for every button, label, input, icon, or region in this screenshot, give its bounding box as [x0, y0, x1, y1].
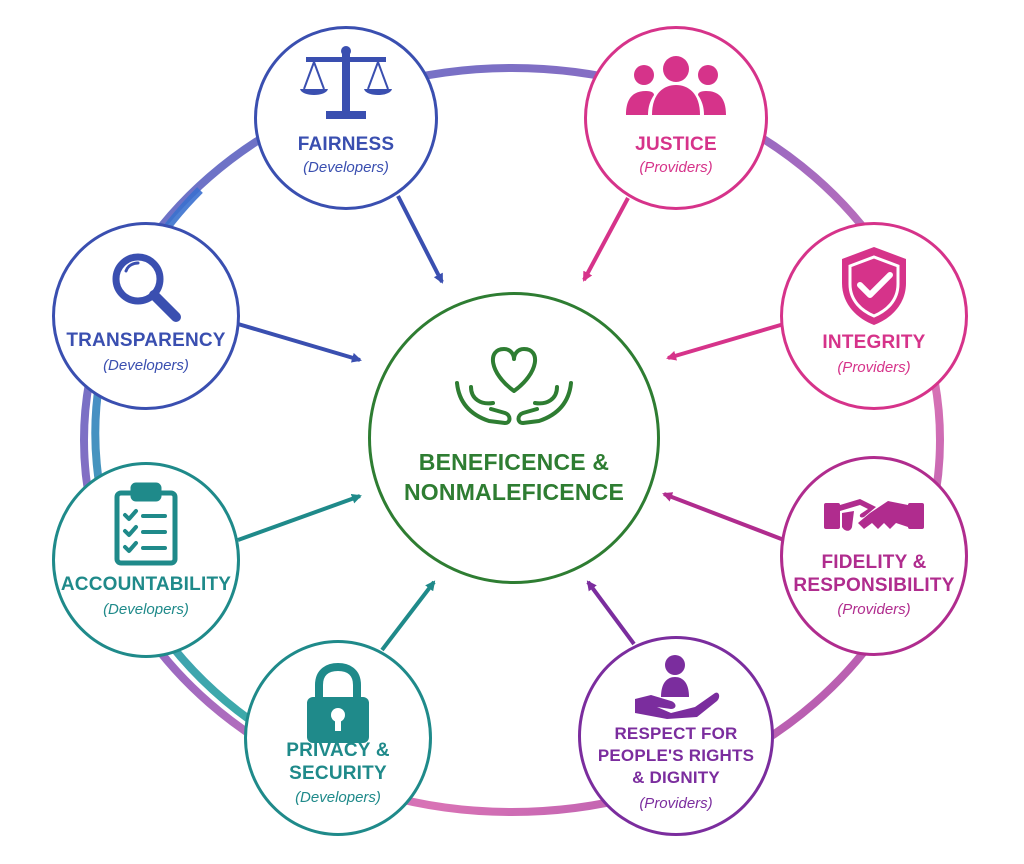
arrow-integrity	[666, 322, 785, 361]
center-node: BENEFICENCE & NONMALEFICENCE	[368, 292, 660, 584]
arrow-accountability	[237, 494, 362, 542]
node-fairness: FAIRNESS (Developers)	[254, 26, 438, 210]
magnifier-icon	[112, 253, 181, 322]
node-integrity: INTEGRITY (Providers)	[780, 222, 968, 410]
node-title: TRANSPARENCY	[66, 330, 226, 351]
handshake-icon	[824, 499, 924, 531]
node-title: FAIRNESS	[297, 134, 395, 155]
outer-ring	[80, 64, 944, 816]
node-accountability: ACCOUNTABILITY (Developers)	[52, 462, 240, 658]
arrow-privacy	[380, 580, 436, 652]
people-group-icon	[626, 56, 726, 115]
node-subtitle: (Developers)	[303, 159, 389, 176]
arrow-transparency	[237, 322, 362, 363]
arrow-justice	[582, 197, 630, 282]
node-subtitle: (Providers)	[639, 159, 713, 176]
arrow-respect	[586, 580, 636, 646]
node-subtitle: (Providers)	[837, 359, 911, 376]
person-in-hand-icon	[635, 655, 720, 719]
node-subtitle: (Developers)	[295, 789, 381, 806]
node-title: INTEGRITY	[822, 332, 926, 353]
node-title: RESPECT FOR PEOPLE'S RIGHTS & DIGNITY	[597, 724, 755, 787]
node-title: FIDELITY & RESPONSIBILITY	[793, 552, 955, 596]
padlock-icon	[307, 663, 369, 743]
node-transparency: TRANSPARENCY (Developers)	[52, 222, 240, 410]
shield-check-icon	[842, 247, 906, 325]
node-privacy: PRIVACY & SECURITY (Developers)	[244, 640, 432, 836]
node-subtitle: (Providers)	[837, 601, 911, 618]
scales-icon	[300, 46, 392, 119]
node-title: PRIVACY & SECURITY	[286, 740, 390, 784]
node-subtitle: (Providers)	[639, 795, 713, 812]
node-fidelity: FIDELITY & RESPONSIBILITY (Providers)	[780, 456, 968, 656]
heart-in-hands-icon	[455, 347, 573, 425]
node-respect: RESPECT FOR PEOPLE'S RIGHTS & DIGNITY (P…	[578, 636, 774, 836]
clipboard-checklist-icon	[114, 482, 178, 566]
center-title: BENEFICENCE & NONMALEFICENCE	[403, 449, 625, 505]
node-justice: JUSTICE (Providers)	[584, 26, 768, 210]
node-subtitle: (Developers)	[103, 601, 189, 618]
arrow-fairness	[396, 195, 444, 284]
node-subtitle: (Developers)	[103, 357, 189, 374]
node-title: JUSTICE	[635, 134, 717, 155]
arrow-fidelity	[662, 492, 785, 542]
node-title: ACCOUNTABILITY	[60, 574, 232, 595]
